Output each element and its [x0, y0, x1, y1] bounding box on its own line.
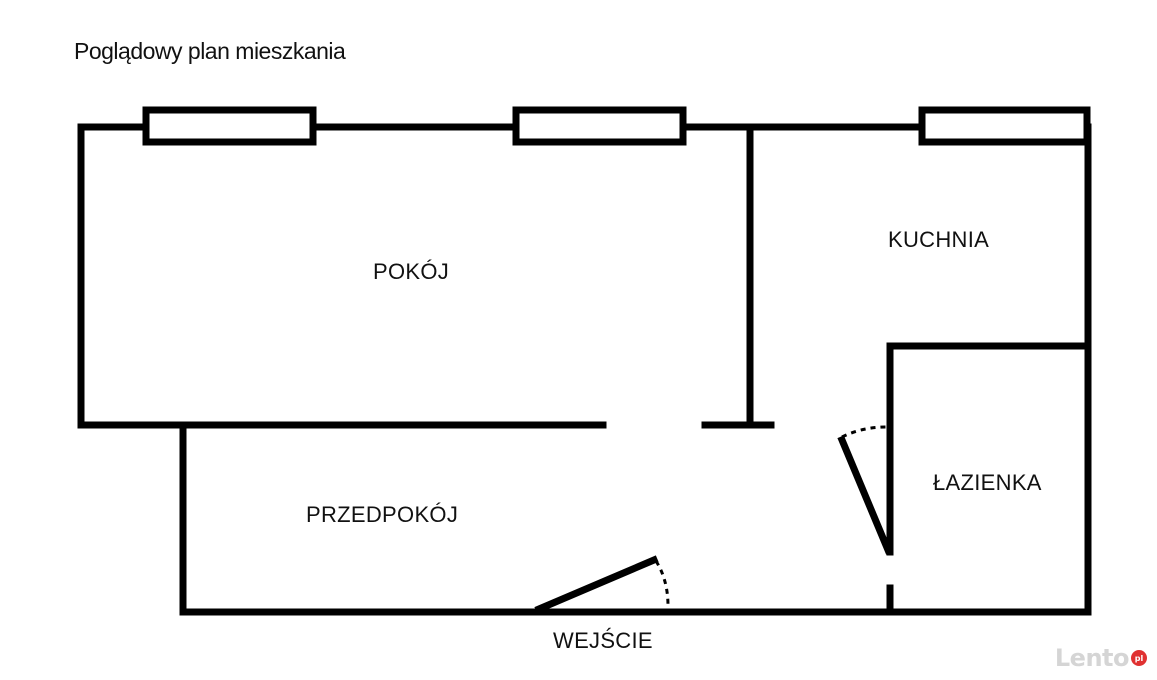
- room-label-kuchnia: KUCHNIA: [888, 227, 990, 252]
- room-label-lazienka: ŁAZIENKA: [933, 470, 1042, 495]
- watermark-logo: Lento pl: [1055, 644, 1147, 672]
- bathroom-door-leaf: [837, 435, 893, 555]
- windows: [142, 106, 1091, 146]
- entrance-door-leaf: [534, 555, 659, 614]
- window-room-left: [142, 106, 317, 146]
- entrance-door-swing: [654, 560, 670, 607]
- window-room-right: [512, 106, 687, 146]
- watermark-text: Lento: [1054, 644, 1130, 672]
- window-kitchen: [918, 106, 1091, 146]
- room-label-przedpokoj: PRZEDPOKÓJ: [306, 502, 459, 527]
- watermark-badge: pl: [1131, 650, 1147, 666]
- entrance-label: WEJŚCIE: [553, 628, 653, 653]
- doors: [534, 425, 893, 614]
- room-label-pokoj: POKÓJ: [373, 259, 450, 284]
- plan-title: Poglądowy plan mieszkania: [74, 38, 346, 64]
- bathroom-door-swing: [841, 425, 888, 439]
- walls: [77, 123, 1092, 616]
